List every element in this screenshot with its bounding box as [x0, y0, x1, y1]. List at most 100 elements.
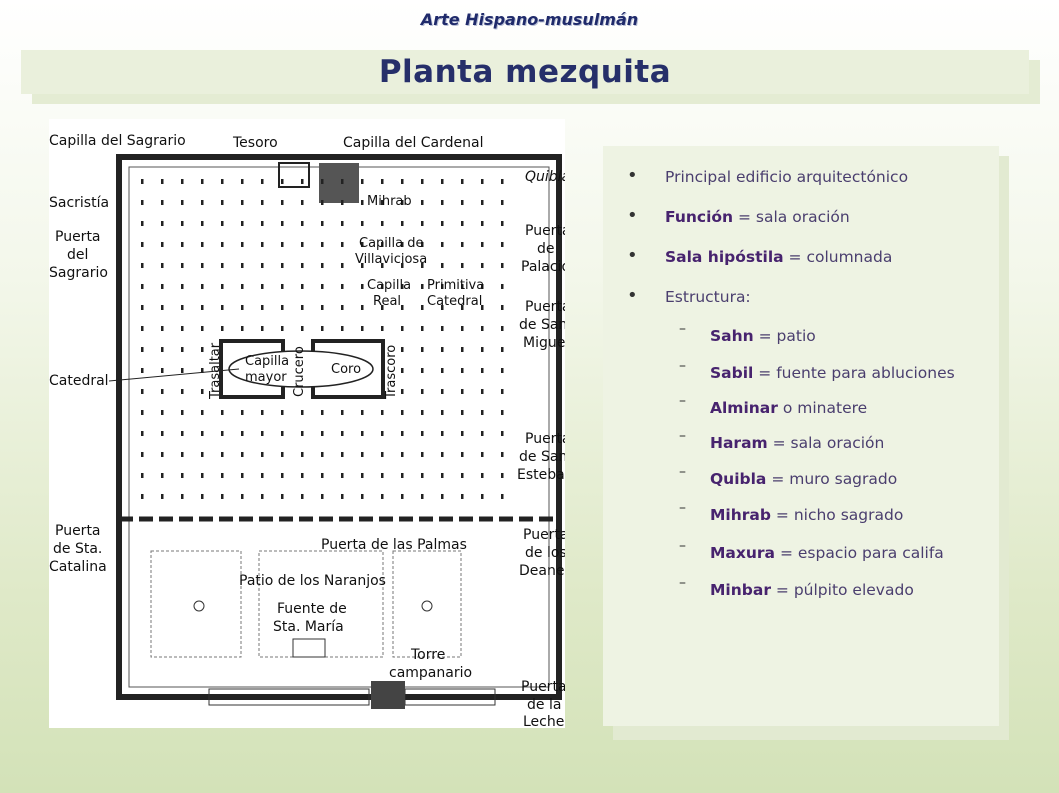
mihrab-block — [319, 163, 359, 203]
label-puerta-miguel-1: Puerta — [525, 299, 565, 315]
column-mark — [201, 452, 204, 457]
column-mark — [281, 284, 284, 289]
column-mark — [361, 179, 364, 184]
column-mark — [381, 431, 384, 436]
column-mark — [301, 242, 304, 247]
column-mark — [341, 494, 344, 499]
catedral-pointer — [108, 368, 240, 382]
column-mark — [141, 431, 144, 436]
column-mark — [381, 263, 384, 268]
column-mark — [221, 263, 224, 268]
column-mark — [261, 305, 264, 310]
column-mark — [321, 179, 324, 184]
label-puerta-palacio-2: de — [537, 241, 555, 257]
column-mark — [381, 410, 384, 415]
column-mark — [341, 410, 344, 415]
column-mark — [281, 326, 284, 331]
bullet-panel: • Principal edificio arquitectónico • Fu… — [603, 146, 999, 726]
dash-icon: – — [679, 575, 686, 591]
label-puerta-palacio-1: Puerta — [525, 223, 565, 239]
column-mark — [261, 284, 264, 289]
column-mark — [201, 368, 204, 373]
column-mark — [441, 389, 444, 394]
column-mark — [481, 284, 484, 289]
column-mark — [221, 200, 224, 205]
column-mark — [161, 431, 164, 436]
column-mark — [441, 410, 444, 415]
column-mark — [401, 347, 404, 352]
column-mark — [401, 368, 404, 373]
column-mark — [401, 389, 404, 394]
column-mark — [161, 242, 164, 247]
column-mark — [321, 200, 324, 205]
column-mark — [141, 200, 144, 205]
column-mark — [261, 242, 264, 247]
column-mark — [201, 221, 204, 226]
bottom-rooms-left — [208, 688, 370, 706]
column-mark — [401, 284, 404, 289]
column-mark — [201, 263, 204, 268]
column-mark — [141, 326, 144, 331]
column-mark — [361, 494, 364, 499]
column-mark — [181, 473, 184, 478]
dash-icon: – — [679, 358, 686, 374]
column-mark — [161, 389, 164, 394]
column-mark — [461, 410, 464, 415]
column-mark — [481, 452, 484, 457]
column-mark — [401, 221, 404, 226]
column-mark — [181, 221, 184, 226]
column-mark — [141, 389, 144, 394]
column-mark — [401, 431, 404, 436]
column-mark — [441, 179, 444, 184]
column-mark — [281, 221, 284, 226]
label-fuente-1: Fuente de — [277, 601, 347, 617]
column-mark — [501, 284, 504, 289]
column-mark — [161, 452, 164, 457]
label-puerta-esteban-2: de San — [519, 449, 565, 465]
bullet-dot-icon: • — [627, 205, 638, 226]
label-puerta-sagrario-1: Puerta — [55, 229, 101, 245]
label-quibla: Quibla — [525, 169, 565, 185]
column-mark — [161, 347, 164, 352]
dash-icon: – — [679, 321, 686, 337]
column-mark — [181, 305, 184, 310]
column-mark — [281, 200, 284, 205]
column-mark — [501, 305, 504, 310]
column-mark — [421, 347, 424, 352]
column-mark — [421, 368, 424, 373]
crucero-ellipse — [228, 350, 374, 388]
column-mark — [241, 179, 244, 184]
column-mark — [481, 431, 484, 436]
column-mark — [301, 473, 304, 478]
column-mark — [441, 473, 444, 478]
column-mark — [481, 347, 484, 352]
label-puerta-miguel-3: Miguel — [523, 335, 565, 351]
column-mark — [361, 242, 364, 247]
column-mark — [421, 431, 424, 436]
column-mark — [501, 410, 504, 415]
column-mark — [461, 305, 464, 310]
column-mark — [441, 494, 444, 499]
column-mark — [241, 263, 244, 268]
column-mark — [461, 326, 464, 331]
column-mark — [361, 326, 364, 331]
label-puerta-leche-2: de la — [527, 697, 561, 713]
column-mark — [381, 221, 384, 226]
column-mark — [181, 494, 184, 499]
column-mark — [181, 410, 184, 415]
column-mark — [261, 410, 264, 415]
label-puerta-deanes-3: Deanes — [519, 563, 565, 579]
column-mark — [361, 452, 364, 457]
label-puerta-esteban-3: Esteban — [517, 467, 565, 483]
column-mark — [181, 326, 184, 331]
column-mark — [281, 242, 284, 247]
label-puerta-miguel-2: de San — [519, 317, 565, 333]
column-mark — [281, 452, 284, 457]
column-mark — [421, 326, 424, 331]
column-mark — [461, 242, 464, 247]
column-mark — [401, 305, 404, 310]
column-mark — [141, 221, 144, 226]
column-mark — [301, 494, 304, 499]
column-mark — [301, 305, 304, 310]
column-mark — [441, 326, 444, 331]
